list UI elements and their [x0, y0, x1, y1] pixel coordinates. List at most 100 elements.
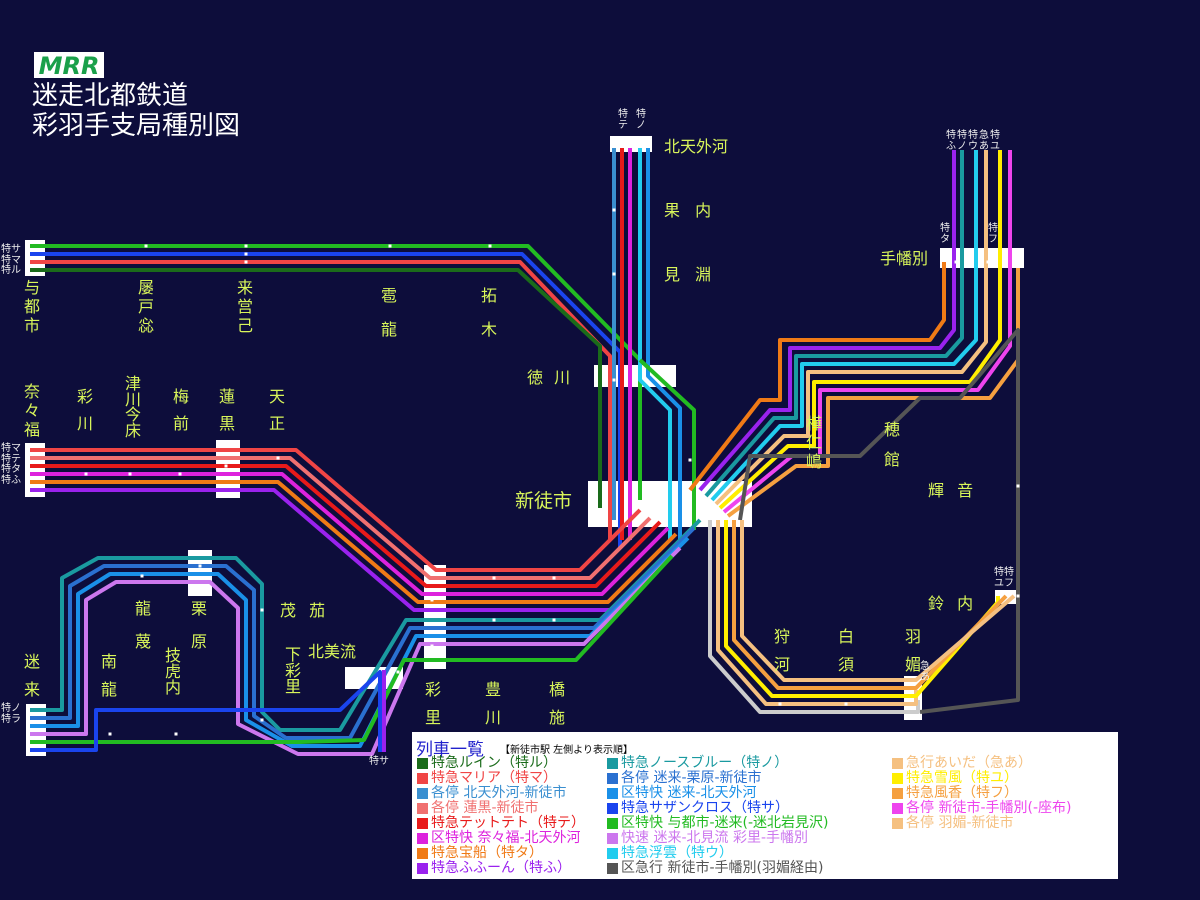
platform-yotoshi: [25, 240, 45, 276]
stop-marker: [128, 472, 132, 476]
station-kion: 輝 音: [928, 481, 974, 500]
route-yukaze-2: [724, 520, 1000, 698]
legend-label: 各停 蓮黒-新徒市: [431, 800, 539, 816]
route-local-meikuri: [30, 526, 696, 740]
legend-item: 急行あいだ（急あ）: [892, 755, 1032, 771]
train-mark-left-mid: 特マ 特テ 特タ 特ふ: [1, 443, 21, 486]
legend-label: 区特快 与都市-迷来(-迷北岩見沢): [621, 815, 829, 831]
stop-marker: [174, 732, 178, 736]
legend-item: 各停 迷来-栗原-新徒市: [607, 770, 762, 786]
station-kitabiru: 北美流: [308, 642, 357, 661]
legend-label: 特急ノースブルー（特ノ）: [621, 755, 789, 771]
legend-item: 区特快 与都市-迷来(-迷北岩見沢): [607, 815, 828, 831]
route-kuk-tebo: [738, 328, 1020, 714]
route-ku-yoto: [30, 244, 642, 500]
stop-marker: [612, 378, 616, 382]
route-southern-2: [30, 670, 382, 752]
station-nanryu: 南 龍: [101, 652, 118, 699]
legend-item: 特急宝船（特タ）: [417, 845, 543, 861]
station-hasukuro: 蓮 黒: [219, 387, 236, 434]
route-ukumo: [710, 150, 978, 502]
legend-label: 区特快 迷来-北天外河: [621, 785, 757, 801]
legend-label: 特急サザンクロス（特サ）: [621, 800, 789, 816]
legend-label: 各停 迷来-栗原-新徒市: [621, 770, 762, 786]
station-amasho: 天 正: [269, 387, 286, 434]
legend-label: 区急行 新徒市-手幡別(羽媚経由): [621, 860, 824, 876]
legend-swatch: [607, 862, 618, 874]
mrr-logo: MRR: [34, 52, 104, 78]
route-ku-meikita-2: [30, 536, 690, 748]
stop-marker: [844, 702, 848, 706]
stop-marker: [552, 618, 556, 622]
station-toyokawa: 豊 川: [485, 680, 502, 727]
legend-label: 各停 新徒市-手幡別(-座布): [906, 800, 1072, 816]
title-line-1: 迷走北都鉄道: [32, 81, 189, 111]
legend-swatch: [417, 832, 428, 844]
train-mark-kitaten-a: 特 テ: [618, 109, 628, 131]
station-mouhan: 蔑: [135, 632, 152, 651]
station-karikawa: 狩 河: [774, 627, 791, 674]
route-kuk-tebo-2: [708, 520, 920, 714]
stop-marker: [954, 260, 958, 264]
station-kauchi: 果 内: [664, 201, 712, 220]
legend-label: 各停 北天外河-新徒市: [431, 785, 567, 801]
train-mark-temakubetsu-a: 特 タ: [940, 223, 950, 245]
legend-swatch: [892, 787, 903, 799]
train-mark-habi: 急 あ: [920, 661, 930, 683]
stop-marker: [84, 472, 88, 476]
stop-marker: [276, 456, 280, 460]
legend-swatch: [417, 787, 428, 799]
stop-marker: [688, 458, 692, 462]
station-umemae: 梅 前: [173, 387, 190, 434]
stop-marker: [430, 598, 434, 602]
legend-swatch: [892, 757, 903, 769]
station-kyoshi: 橋 施: [549, 680, 566, 727]
station-temakubetsu: 手幡別: [880, 249, 929, 268]
stop-marker: [1016, 484, 1020, 488]
stop-marker: [430, 644, 434, 648]
station-kanjinshima: 樺 仁 嶋: [806, 414, 823, 471]
station-suzuuchi: 鈴 内: [928, 594, 974, 613]
stop-marker: [260, 718, 264, 722]
route-ku-meikita: [646, 148, 682, 540]
legend-swatch: [892, 772, 903, 784]
stop-marker: [396, 670, 400, 674]
route-tetto: [30, 464, 662, 588]
route-north-blue: [30, 518, 702, 732]
station-habi: 羽 媚: [905, 627, 922, 674]
title-line-2: 彩羽手支局種別図: [32, 110, 241, 141]
logo-text: MRR: [39, 52, 100, 78]
legend-swatch: [417, 817, 428, 829]
route-takara: [30, 480, 678, 604]
legend-item: 各停 羽媚-新徒市: [892, 815, 1014, 831]
station-shimosato: 下 彩 里: [285, 645, 302, 696]
route-naraku: [30, 472, 670, 596]
stop-marker: [224, 464, 228, 468]
route-north-blue-tebo: [704, 150, 964, 498]
stop-marker: [198, 564, 202, 568]
legend-item: 快速 迷来-北見流 彩里-手幡別: [607, 830, 808, 846]
legend-item: 区特快 迷来-北天外河: [607, 785, 757, 801]
stop-marker: [178, 472, 182, 476]
legend-label: 特急テットテト（特テ）: [431, 815, 585, 831]
legend-item: 特急雪風（特ユ）: [892, 770, 1018, 786]
train-mark-top-right: 特特特急特 ふノウあユ: [946, 130, 1001, 152]
train-mark-suzuuchi: 特特 ユフ: [994, 567, 1014, 589]
legend-item: 特急浮雲（特ウ）: [607, 845, 733, 861]
legend-label: 特急ルイン（特ル）: [431, 755, 557, 771]
route-takara-tebo: [688, 262, 946, 492]
stop-marker: [140, 574, 144, 578]
train-mark-kitaten-b: 特 ノ: [636, 109, 646, 131]
legend-label: 特急風香（特フ）: [906, 785, 1018, 801]
legend-swatch: [607, 757, 618, 769]
station-shirasu: 白 須: [838, 627, 855, 674]
legend-swatch: [417, 862, 428, 874]
route-aida: [714, 150, 988, 506]
route-kitaten-fast: [638, 148, 672, 540]
legend-label: 特急雪風（特ユ）: [906, 770, 1018, 786]
legend-item: 特急ノースブルー（特ノ）: [607, 755, 788, 771]
legend-item: 各停 蓮黒-新徒市: [417, 800, 539, 816]
stop-marker: [260, 608, 264, 612]
legend-label: 各停 羽媚-新徒市: [906, 815, 1014, 831]
legend-label: 区特快 奈々福-北天外河: [431, 830, 581, 846]
